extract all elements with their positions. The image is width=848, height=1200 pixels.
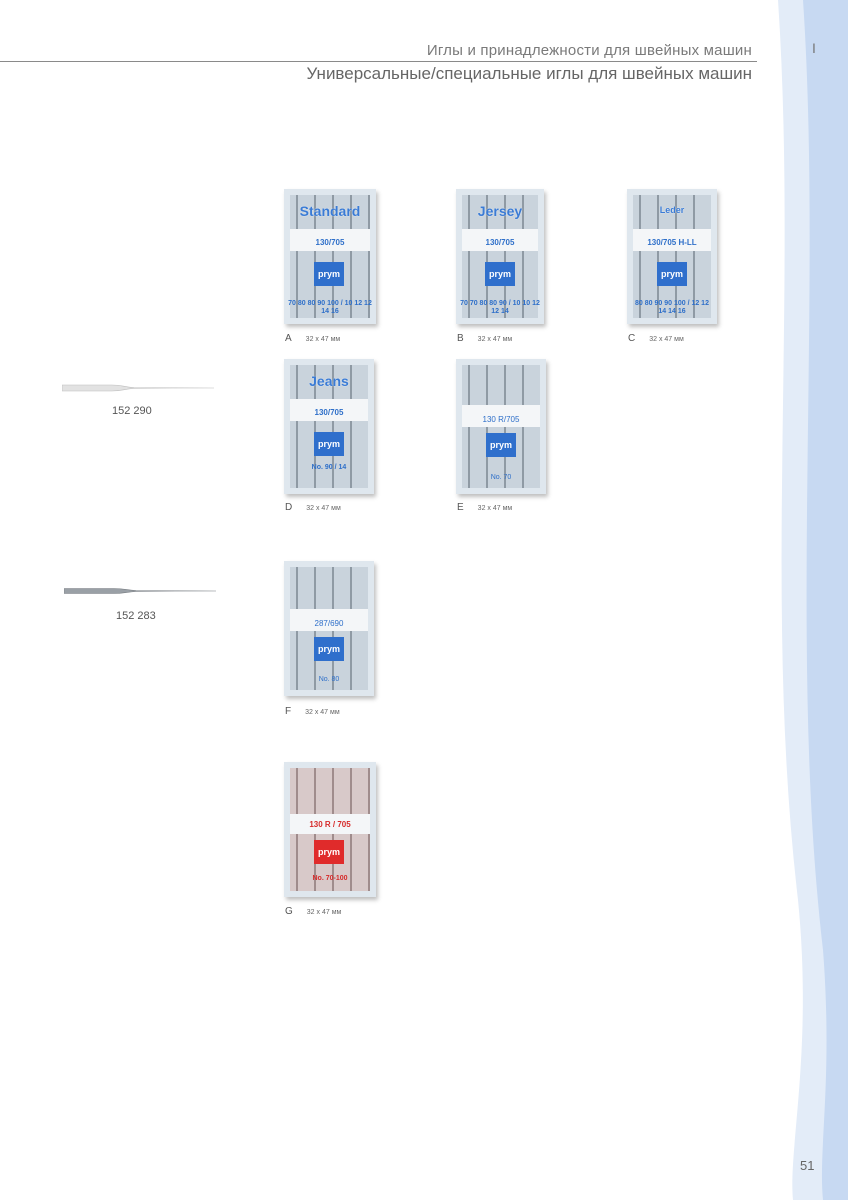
pack-caption: E 32 x 47 мм <box>457 502 512 513</box>
pack-caption: F 32 x 47 мм <box>285 706 340 717</box>
pack-caption: C 32 x 47 мм <box>628 333 684 344</box>
page-header-title: Иглы и принадлежности для швейных машин <box>426 42 752 59</box>
pack-caption: B 32 x 47 мм <box>457 333 512 344</box>
page-header-subtitle: Универсальные/специальные иглы для швейн… <box>306 64 752 83</box>
needles-graphic <box>633 195 711 318</box>
needles-graphic <box>290 195 370 318</box>
pack-label-band <box>290 399 368 421</box>
pack-sizes: No. 80 <box>318 676 340 683</box>
prym-logo: prym <box>485 262 515 286</box>
pack-label-band <box>290 609 368 631</box>
pack-letter: E <box>457 502 464 513</box>
needle-image-2 <box>64 588 216 594</box>
pack-sizes: 80 80 90 90 100 / 12 12 14 14 16 <box>635 300 709 315</box>
pack-label-band <box>633 229 711 251</box>
pack-label-band <box>462 405 540 427</box>
needle-pack-a: Standard 130/705 prym 70 80 80 90 100 / … <box>284 189 376 324</box>
pack-size: 32 x 47 мм <box>477 505 513 512</box>
pack-code: 130/705 <box>314 408 344 417</box>
pack-label-band <box>462 229 538 251</box>
pack-size: 32 x 47 мм <box>477 336 513 343</box>
needle-article-number: 152 290 <box>112 405 152 417</box>
prym-logo: prym <box>486 433 516 457</box>
pack-code: 130/705 <box>485 238 515 247</box>
prym-logo: prym <box>314 840 344 864</box>
needle-pack-g: 130 R / 705 prym No. 70-100 <box>284 762 376 897</box>
header-divider <box>0 61 757 62</box>
pack-letter: D <box>285 502 293 513</box>
page-number: 51 <box>800 1158 815 1173</box>
needle-image-1 <box>62 384 214 392</box>
pack-letter: G <box>285 906 293 917</box>
pack-brand: Standard <box>299 203 361 219</box>
pack-sizes: No. 90 / 14 <box>311 464 347 471</box>
pack-letter: B <box>457 333 464 344</box>
pack-sizes: No. 70-100 <box>312 875 348 882</box>
pack-size: 32 x 47 мм <box>306 909 342 916</box>
pack-caption: A 32 x 47 мм <box>285 333 340 344</box>
pack-label-band <box>290 229 370 251</box>
pack-code: 130/705 H-LL <box>647 238 697 247</box>
pack-brand: Jeans <box>309 373 349 389</box>
needle-pack-e: 130 R/705 prym No. 70 <box>456 359 546 494</box>
needle-pack-c: Leder 130/705 H-LL prym 80 80 90 90 100 … <box>627 189 717 324</box>
pack-size: 32 x 47 мм <box>649 336 684 343</box>
pack-code: 130/705 <box>315 238 345 247</box>
pack-caption: G 32 x 47 мм <box>285 906 341 917</box>
pack-code: 130 R/705 <box>482 415 520 424</box>
pack-sizes: 70 70 80 80 90 / 10 10 12 12 14 <box>460 300 540 315</box>
needle-pack-d: Jeans 130/705 prym No. 90 / 14 <box>284 359 374 494</box>
pack-label-band <box>290 814 370 834</box>
pack-size: 32 x 47 мм <box>305 336 341 343</box>
pack-caption: D 32 x 47 мм <box>285 502 341 513</box>
pack-sizes: 70 80 80 90 100 / 10 12 12 14 16 <box>288 300 372 315</box>
prym-logo: prym <box>314 637 344 661</box>
pack-brand: Leder <box>659 205 685 215</box>
decorative-side-band <box>778 0 848 1200</box>
needles-graphic <box>462 195 538 318</box>
pack-code: 130 R / 705 <box>309 820 351 829</box>
pack-sizes: No. 70 <box>490 474 512 481</box>
pack-letter: A <box>285 333 292 344</box>
needles-graphic <box>290 365 368 488</box>
pack-size: 32 x 47 мм <box>305 709 340 716</box>
prym-logo: prym <box>314 432 344 456</box>
pack-brand: Jersey <box>477 203 523 219</box>
prym-logo: prym <box>314 262 344 286</box>
pack-letter: C <box>628 333 636 344</box>
needle-pack-f: 287/690 prym No. 80 <box>284 561 374 696</box>
prym-logo: prym <box>657 262 687 286</box>
needle-pack-b: Jersey 130/705 prym 70 70 80 80 90 / 10 … <box>456 189 544 324</box>
pack-size: 32 x 47 мм <box>306 505 341 512</box>
pack-code: 287/690 <box>314 619 344 628</box>
pack-letter: F <box>285 706 292 717</box>
needle-article-number: 152 283 <box>116 610 156 622</box>
chapter-marker: I <box>812 40 816 56</box>
